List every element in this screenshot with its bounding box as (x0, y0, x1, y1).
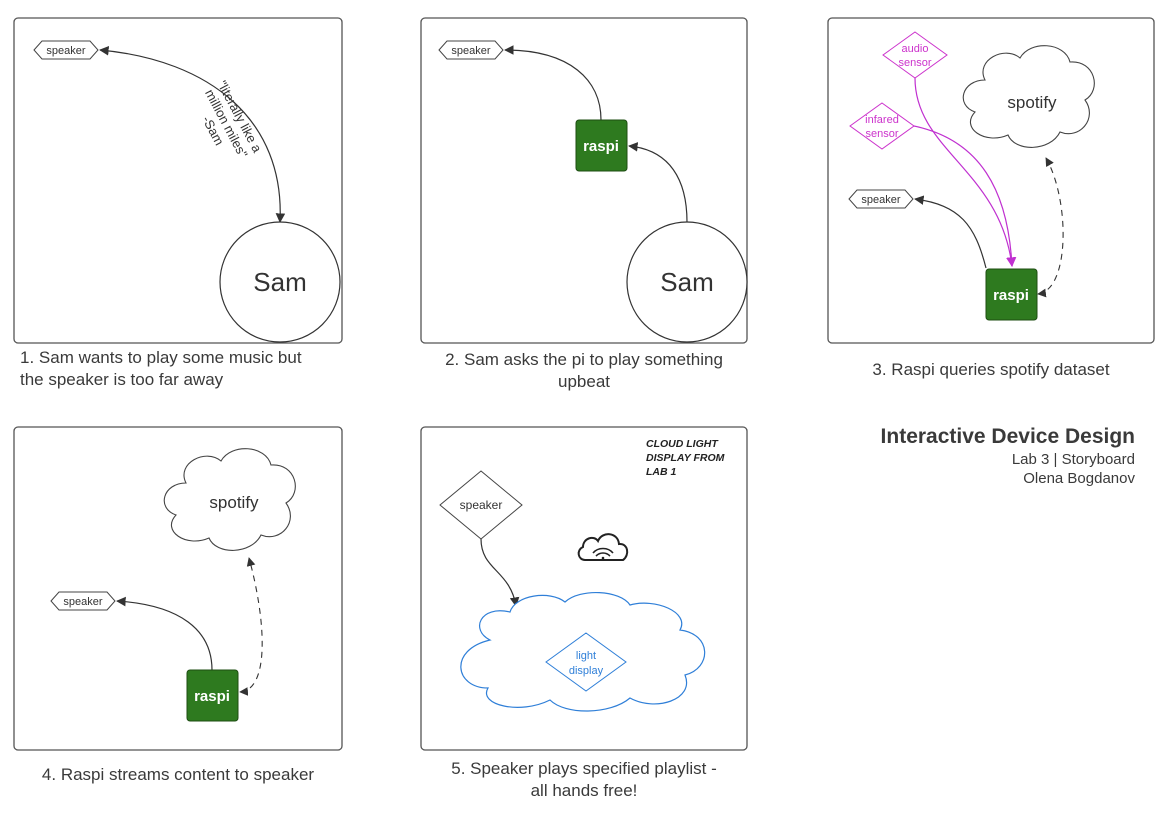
panel-4: spotify speaker raspi (13, 426, 343, 751)
infared-sensor-arrow (913, 125, 1017, 267)
raspi-spotify-dashed-arrow (239, 557, 263, 696)
spotify-label: spotify (209, 493, 259, 512)
caption-2: 2. Sam asks the pi to play something upb… (445, 350, 723, 391)
audio-sensor-line-2: sensor (898, 57, 931, 69)
sam-circle: Sam (219, 221, 341, 343)
raspi-label: raspi (194, 688, 230, 705)
raspi-label: raspi (583, 138, 619, 155)
title-subtitle: Lab 3 | Storyboard (1011, 451, 1135, 468)
speaker-label: speaker (460, 498, 503, 512)
infared-sensor-node: infared sensor (849, 102, 915, 150)
sam-to-raspi-arrow (628, 142, 688, 223)
caption-4: 4. Raspi streams content to speaker (41, 765, 315, 784)
note-line-3: LAB 1 (646, 466, 676, 478)
note-line-2: DISPLAY FROM (646, 452, 725, 464)
panel-5: CLOUD LIGHT DISPLAY FROM LAB 1 speaker l… (420, 426, 748, 751)
wifi-cloud-icon (577, 533, 629, 561)
speaker-label: speaker (63, 596, 102, 608)
speaker-label: speaker (861, 194, 900, 206)
caption-3: 3. Raspi queries spotify dataset (872, 360, 1110, 379)
title-author: Olena Bogdanov (1023, 470, 1135, 487)
distance-arrow (99, 46, 286, 223)
panel-2: speaker raspi Sam (420, 17, 748, 344)
handwritten-note: CLOUD LIGHT DISPLAY FROM LAB 1 (646, 438, 725, 478)
raspi-to-speaker-arrow (504, 45, 602, 121)
raspi-spotify-dashed-arrow (1037, 157, 1064, 298)
raspi-label: raspi (993, 287, 1029, 304)
speaker-node: speaker (50, 591, 116, 611)
raspi-node: raspi (186, 669, 239, 722)
speaker-node: speaker (438, 40, 504, 60)
caption-1: 1. Sam wants to play some music but the … (20, 348, 302, 389)
raspi-node: raspi (985, 268, 1038, 321)
light-display-line-2: display (569, 665, 604, 677)
caption-5: 5. Speaker plays specified playlist - al… (451, 759, 717, 800)
title-block: Interactive Device Design Lab 3 | Storyb… (830, 424, 1135, 488)
light-display-line-1: light (576, 650, 596, 662)
audio-sensor-line-1: audio (902, 43, 929, 55)
audio-sensor-arrow (914, 77, 1016, 267)
speaker-label: speaker (451, 45, 490, 57)
panel-3: audio sensor infared sensor spotify spea… (827, 17, 1155, 344)
title-main: Interactive Device Design (880, 425, 1135, 448)
raspi-to-speaker-arrow (914, 195, 987, 269)
sam-circle: Sam (626, 221, 748, 343)
speaker-node: speaker (33, 40, 99, 60)
audio-sensor-node: audio sensor (882, 31, 948, 79)
infared-sensor-line-2: sensor (865, 128, 898, 140)
infared-sensor-line-1: infared (865, 114, 899, 126)
sam-label: Sam (660, 267, 713, 297)
spotify-cloud: spotify (962, 45, 1095, 148)
sam-label: Sam (253, 267, 306, 297)
raspi-to-speaker-arrow (116, 596, 213, 671)
speaker-label: speaker (46, 45, 85, 57)
speaker-to-light-arrow (480, 538, 520, 607)
note-line-1: CLOUD LIGHT (646, 438, 719, 450)
spotify-label: spotify (1007, 93, 1057, 112)
spotify-cloud: spotify (163, 448, 296, 551)
light-display-node: light display (545, 632, 627, 692)
raspi-node: raspi (575, 119, 628, 172)
speaker-node: speaker (848, 189, 914, 209)
speaker-node: speaker (439, 470, 523, 540)
panel-1: speaker "literally like a million miles"… (13, 17, 343, 344)
